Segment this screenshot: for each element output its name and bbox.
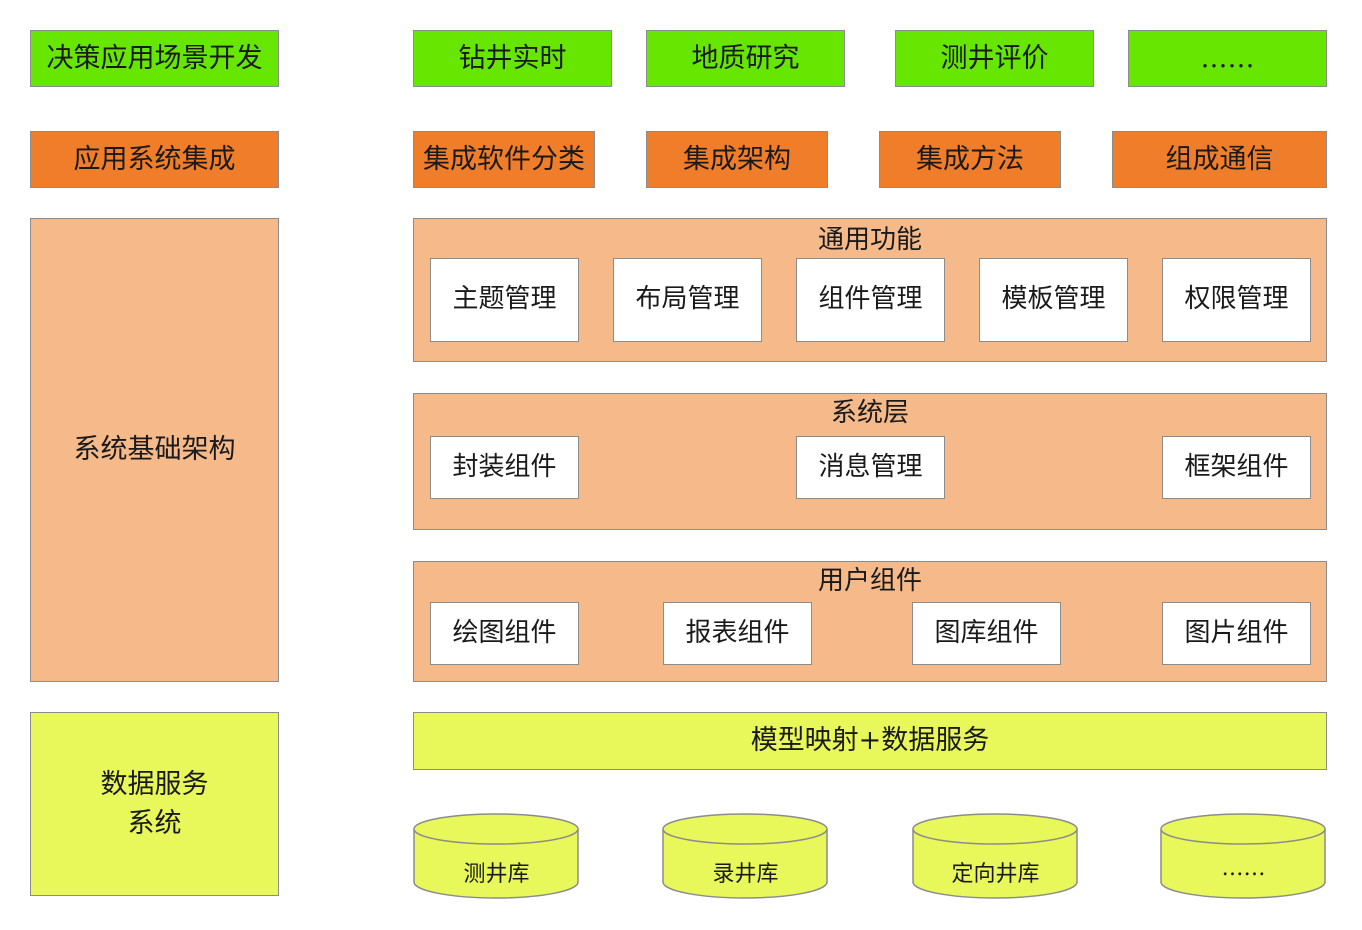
image-component-box: 图片组件 — [1162, 602, 1311, 665]
database-icon — [413, 813, 579, 899]
encapsulation-component-box: 封装组件 — [430, 436, 579, 499]
integration-architecture-box: 集成架构 — [646, 131, 828, 188]
logging-db-cylinder: 测井库 — [413, 812, 580, 900]
template-management-box: 模板管理 — [979, 258, 1128, 342]
message-management-box: 消息管理 — [796, 436, 945, 499]
integration-method-box: 集成方法 — [879, 131, 1061, 188]
directional-well-db-cylinder: 定向井库 — [912, 812, 1079, 900]
model-mapping-data-service-bar: 模型映射+数据服务 — [413, 712, 1327, 770]
database-label: 定向井库 — [951, 862, 1040, 887]
integration-software-class-box: 集成软件分类 — [413, 131, 595, 188]
general-functions-title: 通用功能 — [817, 225, 922, 255]
component-management-box: 组件管理 — [796, 258, 945, 342]
database-icon — [912, 813, 1078, 899]
user-components-title: 用户组件 — [817, 566, 922, 596]
drawing-component-box: 绘图组件 — [430, 602, 579, 665]
database-label: 录井库 — [712, 862, 779, 887]
database-icon — [662, 813, 828, 899]
system-layer-title: 系统层 — [830, 398, 909, 428]
more-scenarios-box: …… — [1128, 30, 1327, 87]
report-component-box: 报表组件 — [663, 602, 812, 665]
theme-management-box: 主题管理 — [430, 258, 579, 342]
data-service-system-box: 数据服务 系统 — [30, 712, 279, 896]
decision-scenario-dev-box: 决策应用场景开发 — [30, 30, 279, 87]
permission-management-box: 权限管理 — [1162, 258, 1311, 342]
framework-component-box: 框架组件 — [1162, 436, 1311, 499]
mudlogging-db-cylinder: 录井库 — [662, 812, 829, 900]
more-db-cylinder: …… — [1160, 812, 1327, 900]
logging-evaluation-box: 测井评价 — [895, 30, 1094, 87]
system-infrastructure-box: 系统基础架构 — [30, 218, 279, 682]
database-icon — [1160, 813, 1326, 899]
gallery-component-box: 图库组件 — [912, 602, 1061, 665]
drilling-realtime-box: 钻井实时 — [413, 30, 612, 87]
database-label: …… — [1221, 856, 1266, 881]
app-integration-box: 应用系统集成 — [30, 131, 279, 188]
geology-research-box: 地质研究 — [646, 30, 845, 87]
layout-management-box: 布局管理 — [613, 258, 762, 342]
composition-communication-box: 组成通信 — [1112, 131, 1327, 188]
database-label: 测井库 — [463, 862, 530, 887]
